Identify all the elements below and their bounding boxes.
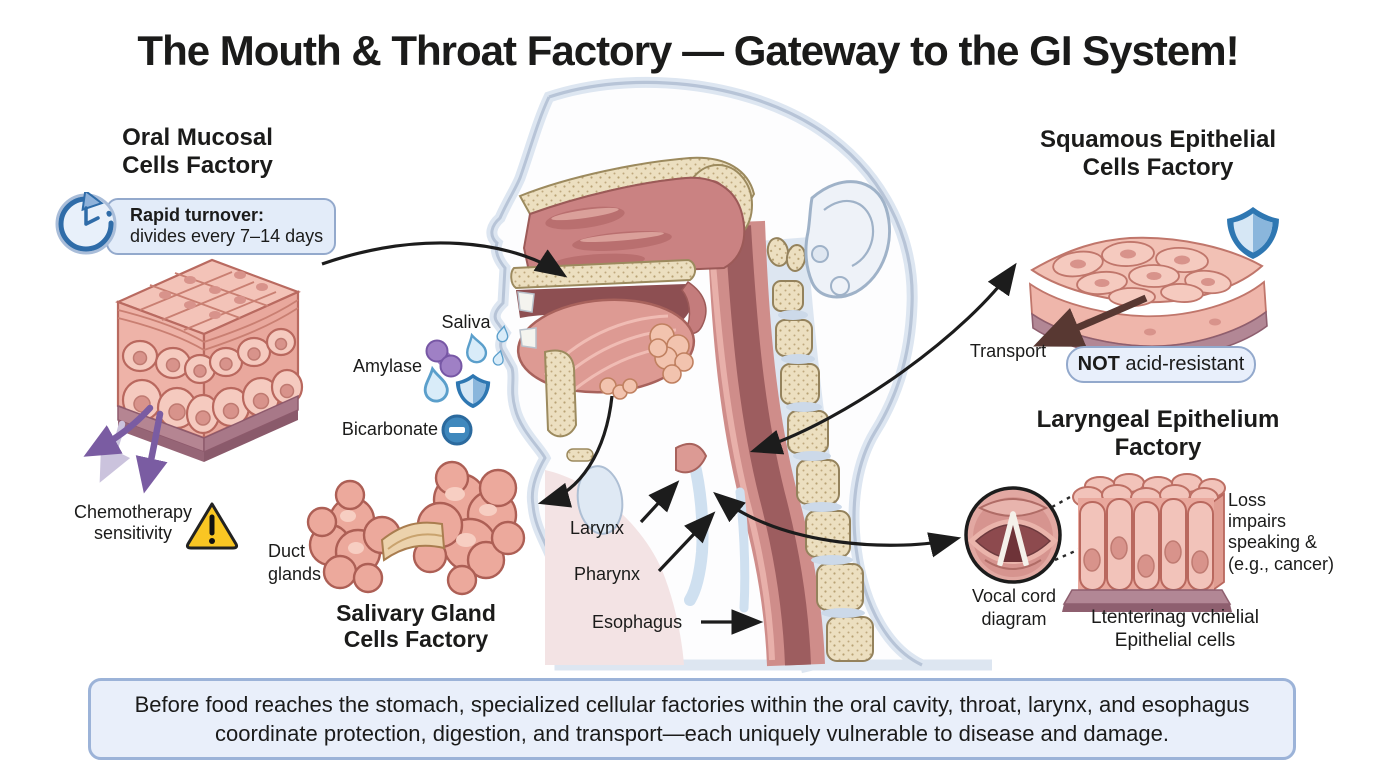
salivary-gland-illustration xyxy=(306,460,526,596)
epithelial-cells-label: Ltenterinag vchielial Epithelial cells xyxy=(1091,607,1259,652)
clock-icon xyxy=(54,188,118,261)
loss-impairs-note: Loss impairs speaking & (e.g., cancer) xyxy=(1228,490,1335,574)
warning-icon xyxy=(185,502,239,550)
page-title: The Mouth & Throat Factory — Gateway to … xyxy=(137,27,1239,74)
rapid-turnover-subtitle: divides every 7–14 days xyxy=(130,226,324,246)
squamous-cell-slab xyxy=(1028,236,1268,361)
chemotherapy-arrows xyxy=(83,404,168,494)
not-acid-resistant-bold: NOT xyxy=(1077,353,1120,375)
laryngeal-cell-block xyxy=(1062,473,1232,612)
amylase-label: Amylase xyxy=(352,356,422,376)
arrow-mouth-to-salivary-gland xyxy=(537,395,614,508)
transport-arrow xyxy=(1033,294,1148,347)
rapid-turnover-title: Rapid turnover: xyxy=(130,205,265,225)
arrow-pharynx-label xyxy=(657,511,716,573)
salivary-gland-heading: Salivary Gland Cells Factory xyxy=(336,600,496,653)
oral-mucosal-heading: Oral Mucosal Cells Factory xyxy=(122,124,273,179)
transport-label: Transport xyxy=(969,341,1047,361)
annotation-arrows xyxy=(321,241,1017,635)
rapid-turnover-badge: Rapid turnover: divides every 7–14 days xyxy=(106,198,336,255)
saliva-label: Saliva xyxy=(441,312,491,332)
vocal-cord-label: Vocal cord diagram xyxy=(971,586,1057,630)
bicarbonate-label: Bicarbonate xyxy=(341,419,438,439)
vocal-cord-diagram-icon xyxy=(964,486,1062,584)
bicarbonate-minus-icon xyxy=(441,414,473,446)
larynx-label: Larynx xyxy=(570,518,625,538)
squamous-shield-icon xyxy=(1227,207,1279,259)
laryngeal-heading: Laryngeal Epithelium Factory xyxy=(1036,406,1280,461)
arrow-larynx-label xyxy=(639,480,680,524)
arrow-badge-to-mouth xyxy=(321,241,568,278)
saliva-shield-icon xyxy=(455,373,491,409)
chemotherapy-label: Chemotherapy sensitivity xyxy=(73,502,193,544)
summary-text: Before food reaches the stomach, special… xyxy=(134,692,1250,747)
not-acid-resistant-rest: acid-resistant xyxy=(1119,353,1245,375)
summary-box: Before food reaches the stomach, special… xyxy=(88,678,1296,760)
amylase-enzyme-icon xyxy=(425,339,463,378)
oral-mucosal-cell-block xyxy=(115,258,304,462)
duct-glands-label: Duct glands xyxy=(268,541,322,585)
arrow-larynx-vocal-cord xyxy=(713,491,962,558)
head-anatomy-illustration xyxy=(486,76,992,674)
not-acid-resistant-badge: NOT acid-resistant xyxy=(1066,346,1256,383)
esophagus-label: Esophagus xyxy=(592,612,683,632)
pharynx-label: Pharynx xyxy=(574,564,641,584)
arrow-pharynx-squamous xyxy=(749,262,1017,455)
squamous-heading: Squamous Epithelial Cells Factory xyxy=(1039,126,1277,181)
